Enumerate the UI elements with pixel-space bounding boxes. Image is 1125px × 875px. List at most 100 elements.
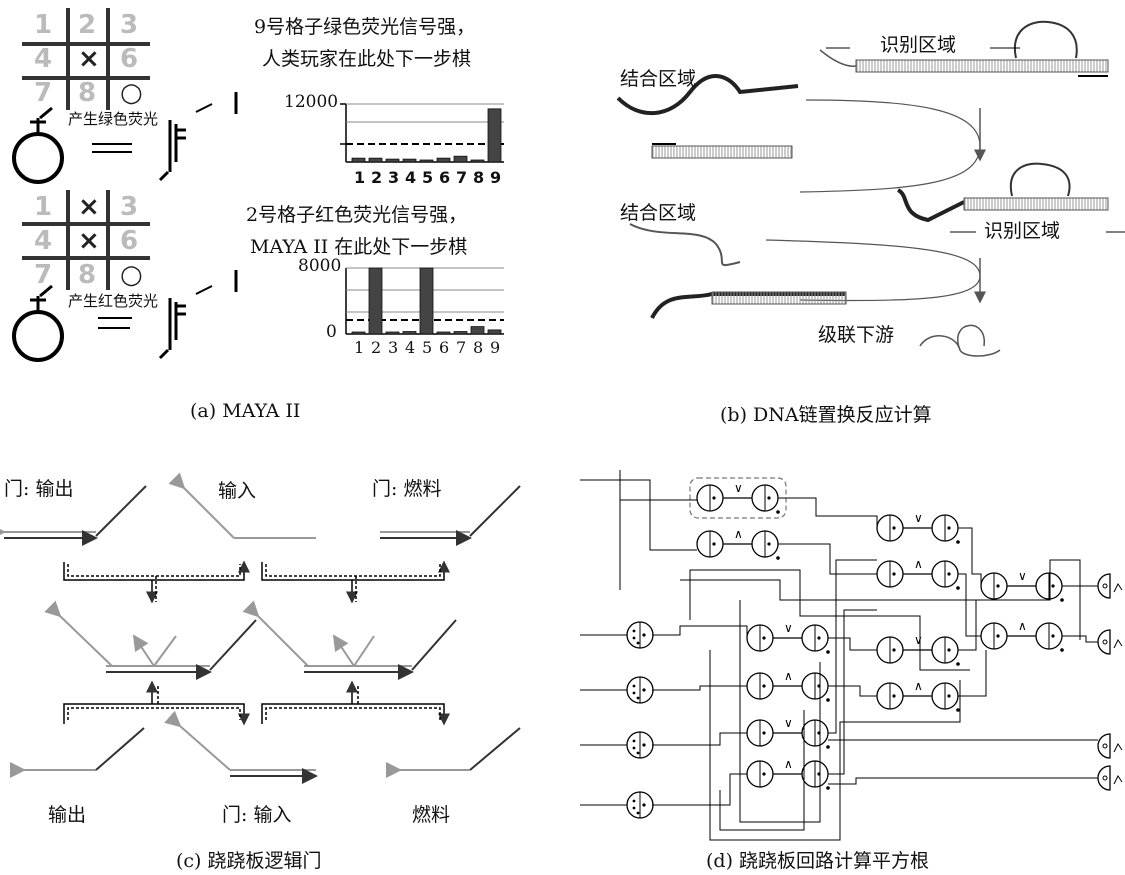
reaction-bracket-2 (64, 682, 444, 724)
bar-2 (369, 158, 382, 162)
board-cell: 3 (120, 10, 138, 40)
label-input: 输入 (218, 476, 256, 503)
bar-8 (471, 327, 484, 334)
bar-4 (403, 332, 416, 334)
logic-op-label: ∨ (914, 633, 923, 647)
bar-5 (420, 160, 433, 162)
logic-op-label: ∨ (784, 621, 793, 635)
seesaw-middle-right (258, 616, 456, 672)
panel-b: 结合区域 识别区域 结合区域 识别区域 级联下游 (b) DNA链置换反应计算 (580, 0, 1125, 430)
label-output: 输出 (48, 800, 86, 827)
label-recognition-region-2: 识别区域 (984, 216, 1060, 243)
caption-a: (a) MAYA II (190, 400, 300, 422)
x-tick-label: 8 (473, 168, 484, 187)
reaction-bracket-1 (64, 562, 444, 602)
logic-op-label: ∨ (1018, 569, 1027, 583)
seesaw-middle-left (60, 616, 256, 672)
bar-1 (352, 158, 365, 162)
logic-op-label: ∧ (784, 669, 793, 683)
chart-2-ytick-top: 8000 (298, 256, 341, 276)
board-cell: 1 (34, 192, 52, 222)
x-tick-label: 2 (371, 338, 381, 357)
panel-d: ∨∧∨∧∨∧∨∧∨∧∨∧ (d) 跷跷板回路计算平方根 (580, 440, 1125, 875)
gate-input-complex (180, 726, 316, 776)
x-tick-label: 1 (354, 338, 364, 357)
x-tick-label: 2 (371, 168, 382, 187)
chart-1-ytick: 12000 (284, 92, 338, 112)
chart-1-bars (352, 109, 501, 162)
board-cell: 6 (120, 226, 138, 256)
text-red-line1: 2号格子红色荧光信号强， (246, 200, 467, 227)
bar-1 (352, 332, 365, 334)
x-tick-label: 5 (422, 338, 432, 357)
bar-6 (437, 332, 450, 334)
text-green-line1: 9号格子绿色荧光信号强， (254, 12, 475, 39)
text-green-line2: 人类玩家在此处下一步棋 (262, 44, 471, 71)
x-tick-label: 9 (490, 168, 501, 187)
chart-2-bars (352, 268, 501, 334)
label-gate-input: 门: 输入 (222, 800, 291, 827)
board-cell: 2 (78, 10, 96, 40)
bar-2 (369, 268, 382, 334)
board-cell: × (78, 226, 100, 256)
x-tick-label: 4 (405, 168, 416, 187)
label-fuel: 燃料 (412, 800, 450, 827)
label-recognition-region-1: 识别区域 (880, 30, 956, 57)
logic-op-label: ∧ (784, 757, 793, 771)
board-cell: ○ (120, 78, 143, 108)
output-gate (1098, 734, 1110, 758)
logic-op-label: ∧ (1018, 619, 1027, 633)
output-gate (1098, 630, 1110, 654)
board-cell: 8 (78, 78, 96, 108)
logic-op-label: ∨ (784, 716, 793, 730)
board-cell: 3 (120, 192, 138, 222)
output-gate (1098, 574, 1110, 598)
panel-c: 门: 输出 输入 门: 燃料 输出 门: 输入 燃料 (c) 跷跷板逻辑门 (0, 440, 560, 875)
label-green-fluorescence: 产生绿色荧光 (68, 108, 158, 129)
bar-7 (454, 332, 467, 334)
bar-3 (386, 159, 399, 162)
x-tick-label: 6 (439, 168, 450, 187)
bar-9 (488, 330, 501, 334)
label-binding-region-1: 结合区域 (620, 64, 696, 91)
strand-complex-1 (820, 22, 1108, 76)
board-cell: × (78, 44, 100, 74)
x-tick-label: 1 (354, 168, 365, 187)
logic-op-label: ∨ (734, 481, 743, 495)
board-cell: 1 (34, 10, 52, 40)
bar-7 (454, 156, 467, 162)
bar-3 (386, 332, 399, 334)
label-cascade-downstream: 级联下游 (818, 320, 894, 347)
x-tick-label: 5 (422, 168, 433, 187)
fuel-strand (400, 728, 520, 770)
board-cell: 7 (34, 78, 52, 108)
bar-5 (420, 268, 433, 334)
label-gate-fuel: 门: 燃料 (372, 474, 441, 501)
chart-2-ytick-zero: 0 (326, 322, 337, 342)
board-cell: 6 (120, 44, 138, 74)
board-cell: × (78, 192, 100, 222)
chart-1-frame (340, 104, 504, 162)
output-gate (1098, 766, 1110, 790)
board-cell: ○ (120, 260, 143, 290)
wavy-strand-2 (630, 224, 740, 265)
x-tick-label: 7 (456, 338, 466, 357)
caption-d: (d) 跷跷板回路计算平方根 (706, 846, 929, 873)
board-cell: 4 (34, 226, 52, 256)
output-strand (24, 728, 144, 770)
x-tick-label: 8 (473, 338, 483, 357)
logic-op-label: ∧ (914, 679, 923, 693)
logic-op-label: ∧ (734, 527, 743, 541)
caption-c: (c) 跷跷板逻辑门 (176, 846, 322, 873)
label-binding-region-2: 结合区域 (620, 198, 696, 225)
bar-9 (488, 109, 501, 162)
bar-4 (403, 159, 416, 162)
seesaw-circuit: ∨∧∨∧∨∧∨∧∨∧∨∧ (580, 440, 1125, 875)
x-tick-label: 6 (439, 338, 449, 357)
logic-op-label: ∧ (914, 557, 923, 571)
x-tick-label: 3 (388, 168, 399, 187)
board-cell: 7 (34, 260, 52, 290)
x-tick-label: 3 (388, 338, 398, 357)
x-tick-label: 9 (490, 338, 500, 357)
